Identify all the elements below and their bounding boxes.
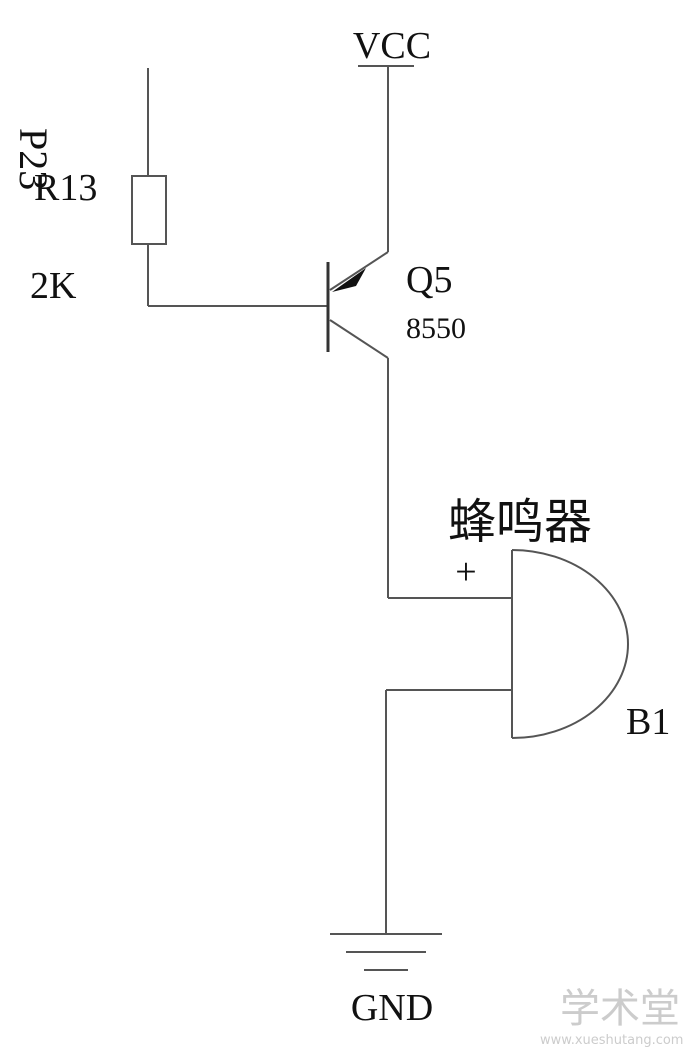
transistor-collector [329, 319, 389, 359]
port-label: P23 [11, 128, 56, 190]
watermark-text: 学术堂 [560, 986, 680, 1032]
resistor-ref-label: R13 [34, 167, 97, 209]
buzzer-dome [511, 549, 629, 739]
emitter-arrow-icon [332, 268, 366, 292]
buzzer-ref-label: B1 [626, 701, 670, 743]
transistor-part-label: 8550 [406, 312, 466, 345]
buzzer-name-label: 蜂鸣器 [448, 494, 592, 550]
resistor-value-label: 2K [30, 265, 77, 307]
watermark-url: www.xueshutang.com [540, 1033, 683, 1048]
gnd-label: GND [351, 987, 433, 1029]
vcc-label: VCC [353, 25, 431, 67]
buzzer-plus-label: + [455, 551, 476, 593]
transistor-emitter [329, 251, 389, 291]
resistor-body [131, 175, 167, 245]
transistor-ref-label: Q5 [406, 259, 452, 301]
